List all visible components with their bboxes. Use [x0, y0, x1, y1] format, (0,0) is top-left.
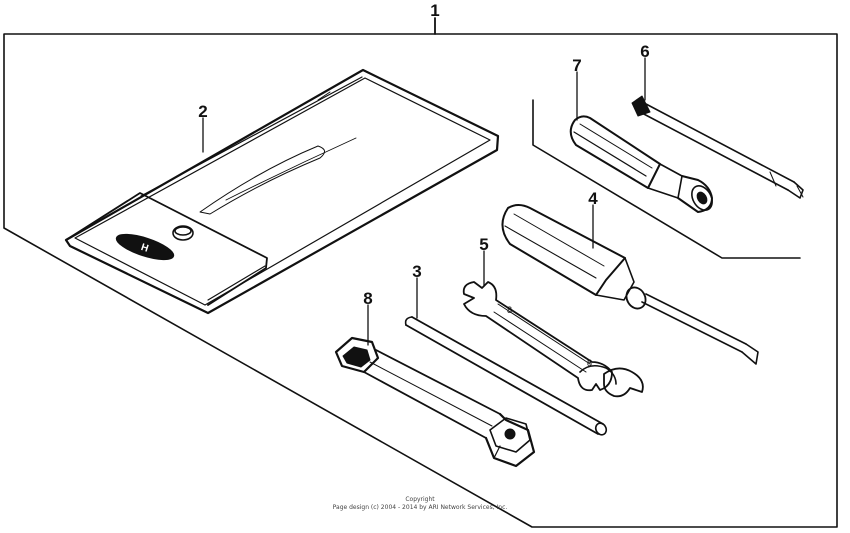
- callout-7: 7: [572, 56, 581, 75]
- callout-3: 3: [412, 262, 421, 281]
- callout-4: 4: [588, 189, 598, 208]
- svg-text:8: 8: [587, 358, 592, 368]
- leader-lines: [202, 57, 646, 346]
- callout-2: 2: [198, 102, 207, 121]
- screwdriver-grip-bit: [631, 95, 804, 199]
- open-end-wrench: 8 8: [462, 281, 644, 398]
- tool-bag: H: [64, 68, 500, 315]
- copyright-notice: Copyright Page design (c) 2004 - 2014 by…: [300, 496, 540, 512]
- plug-wrench: [334, 336, 536, 468]
- screwdriver: [501, 204, 759, 365]
- copyright-line-2: Page design (c) 2004 - 2014 by ARI Netwo…: [332, 504, 508, 511]
- assembly-bracket: [3, 17, 838, 528]
- callout-1: 1: [430, 1, 439, 20]
- callout-6: 6: [640, 42, 649, 61]
- screwdriver-grip-handle: [569, 115, 713, 213]
- sub-assembly-bracket: [532, 99, 801, 259]
- copyright-line-1: Copyright: [405, 496, 435, 503]
- callout-5: 5: [479, 235, 488, 254]
- callout-8: 8: [363, 289, 372, 308]
- extension-bar: [404, 316, 608, 436]
- callout-numbers: 1 2 7 6 4 5 3 8: [198, 1, 649, 308]
- tool-bag-logo-text: H: [139, 242, 149, 255]
- svg-text:8: 8: [507, 305, 512, 315]
- tool-bag-logo: H: [115, 233, 175, 261]
